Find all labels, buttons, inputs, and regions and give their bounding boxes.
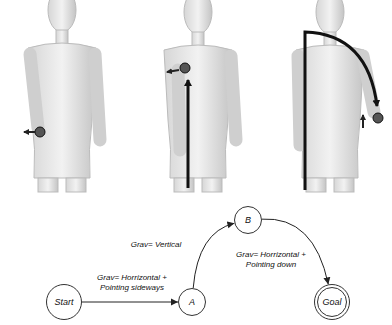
mannequin-figure xyxy=(24,0,100,192)
state-label: Start xyxy=(54,298,73,307)
state-label: A xyxy=(189,298,195,307)
mannequin-figure xyxy=(164,0,236,192)
state-label: Goal xyxy=(322,298,341,307)
goal-state: Goal xyxy=(314,284,350,320)
start-state: Start xyxy=(46,284,82,320)
transition-condition: Grav= Vertical xyxy=(124,240,188,250)
mannequin-figure xyxy=(296,0,383,192)
transition-condition: Grav= Horrizontal + Pointing sideways xyxy=(88,273,176,292)
transition-arrow xyxy=(82,302,178,303)
transition-condition: Grav= Horrizontal + Pointing down xyxy=(234,250,308,269)
state-label: B xyxy=(245,216,251,225)
state-circle: A xyxy=(178,288,206,316)
transition-arrow xyxy=(193,223,234,288)
state-circle: B xyxy=(234,206,262,234)
